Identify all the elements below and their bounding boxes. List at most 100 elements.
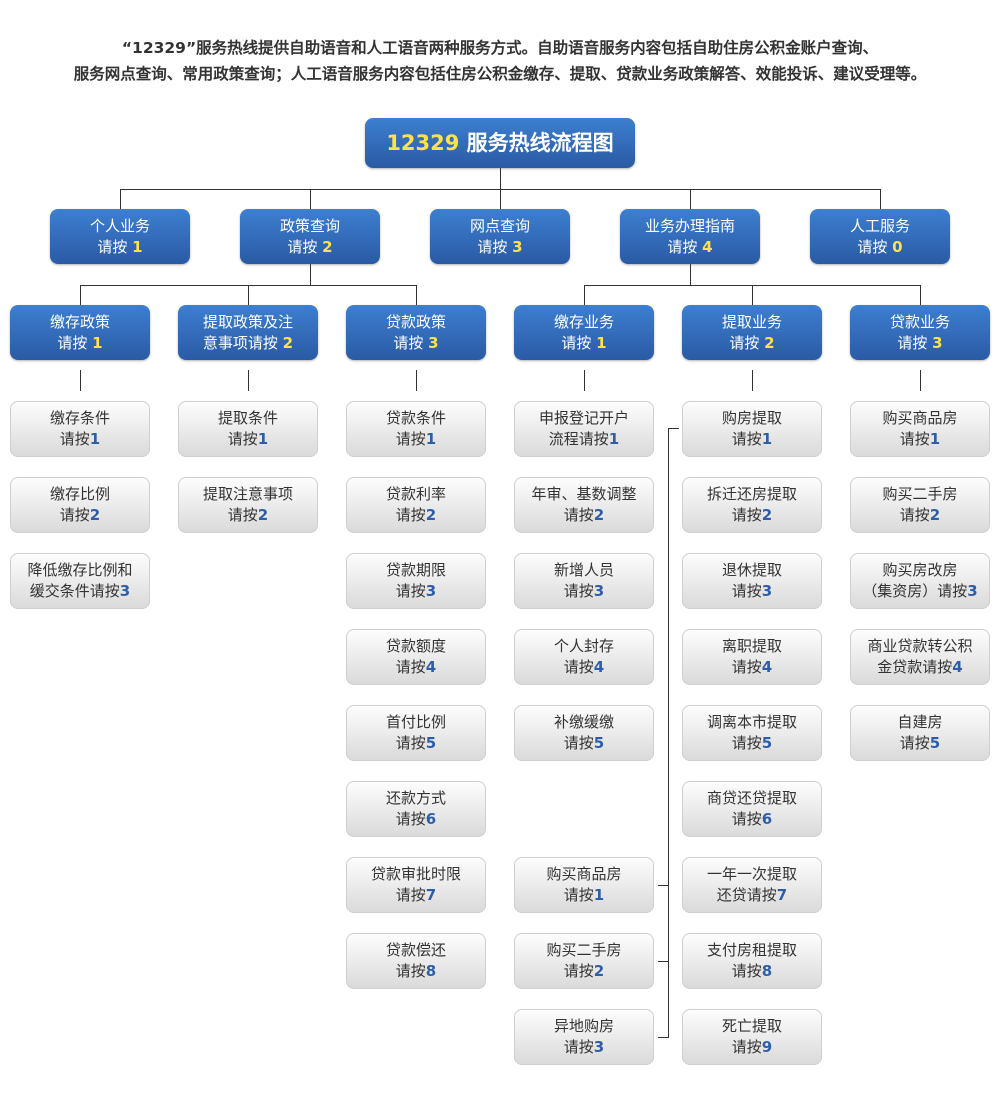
key-number: 6 [761, 810, 773, 828]
menu-level3-option[interactable]: 贷款额度请按4 [346, 629, 486, 685]
option-label: 提取政策及注 [202, 312, 293, 331]
option-label: 申报登记开户 [538, 409, 629, 427]
option-key-line: 请按 3 [346, 333, 486, 354]
press-text: 流程请按 [548, 430, 609, 448]
option-key-line: 请按 4 [620, 237, 760, 258]
menu-level3-option[interactable]: 补缴缓缴请按5 [514, 705, 654, 761]
menu-level3-option[interactable]: 支付房租提取请按8 [682, 933, 822, 989]
menu-level3-option[interactable]: 贷款审批时限请按7 [346, 857, 486, 913]
press-text: 请按 [395, 810, 426, 828]
option-key-line: 请按2 [179, 505, 317, 526]
press-text: 请按 [563, 582, 594, 600]
key-number: 3 [593, 1038, 605, 1056]
menu-level1-option[interactable]: 个人业务请按 1 [50, 209, 190, 264]
option-label: 商业贷款转公积 [867, 637, 973, 655]
key-number: 2 [929, 506, 941, 524]
option-label: 贷款业务 [889, 312, 950, 331]
menu-level3-option[interactable]: 自建房请按5 [850, 705, 990, 761]
purchase-sub-option[interactable]: 购买商品房请按1 [514, 857, 654, 913]
connector-line [310, 264, 311, 285]
option-key-line: 请按1 [347, 429, 485, 450]
menu-level2-option[interactable]: 缴存政策请按 1 [10, 305, 150, 360]
menu-level3-option[interactable]: 购买商品房请按1 [850, 401, 990, 457]
option-label: 拆迁还房提取 [706, 485, 797, 503]
menu-level3-option[interactable]: 离职提取请按4 [682, 629, 822, 685]
menu-level3-option[interactable]: 购买房改房（集资房）请按3 [850, 553, 990, 609]
press-text: 请按 [57, 333, 93, 352]
option-key-line: 请按1 [179, 429, 317, 450]
key-number: 1 [761, 430, 773, 448]
menu-level3-option[interactable]: 商贷还贷提取请按6 [682, 781, 822, 837]
press-text: 请按 [563, 1038, 594, 1056]
menu-level1-option[interactable]: 人工服务请按 0 [810, 209, 950, 264]
connector-line [584, 285, 585, 305]
option-label: 支付房租提取 [706, 941, 797, 959]
option-label: 缴存条件 [49, 409, 110, 427]
menu-level3-option[interactable]: 调离本市提取请按5 [682, 705, 822, 761]
option-label: 新增人员 [553, 561, 614, 579]
menu-level3-option[interactable]: 贷款偿还请按8 [346, 933, 486, 989]
option-key-line: 请按5 [347, 733, 485, 754]
menu-level3-option[interactable]: 提取条件请按1 [178, 401, 318, 457]
menu-level3-option[interactable]: 商业贷款转公积金贷款请按4 [850, 629, 990, 685]
press-text: 请按 [59, 506, 90, 524]
option-label: 缴存比例 [49, 485, 110, 503]
menu-level3-option[interactable]: 缴存比例请按2 [10, 477, 150, 533]
menu-level3-option[interactable]: 申报登记开户流程请按1 [514, 401, 654, 457]
option-key-line: 请按2 [11, 505, 149, 526]
press-text: 请按 [563, 506, 594, 524]
press-text: 请按 [729, 333, 765, 352]
menu-level3-option[interactable]: 提取注意事项请按2 [178, 477, 318, 533]
press-text: 请按 [667, 237, 703, 256]
press-text: 请按 [731, 506, 762, 524]
option-key-line: 请按5 [515, 733, 653, 754]
menu-level3-option[interactable]: 购房提取请按1 [682, 401, 822, 457]
menu-level3-option[interactable]: 退休提取请按3 [682, 553, 822, 609]
menu-level3-option[interactable]: 贷款期限请按3 [346, 553, 486, 609]
menu-level3-option[interactable]: 贷款利率请按2 [346, 477, 486, 533]
purchase-sub-option[interactable]: 购买二手房请按2 [514, 933, 654, 989]
menu-level1-option[interactable]: 业务办理指南请按 4 [620, 209, 760, 264]
option-label: 业务办理指南 [644, 216, 735, 235]
press-text: 请按 [227, 506, 258, 524]
menu-level3-option[interactable]: 还款方式请按6 [346, 781, 486, 837]
key-number: 6 [425, 810, 437, 828]
intro-line-2: 服务网点查询、常用政策查询；人工语音服务内容包括住房公积金缴存、提取、贷款业务政… [73, 65, 927, 83]
menu-level2-option[interactable]: 提取业务请按 2 [682, 305, 822, 360]
menu-level3-option[interactable]: 年审、基数调整请按2 [514, 477, 654, 533]
menu-level1-option[interactable]: 政策查询请按 2 [240, 209, 380, 264]
menu-level1-option[interactable]: 网点查询请按 3 [430, 209, 570, 264]
menu-level3-option[interactable]: 缴存条件请按1 [10, 401, 150, 457]
menu-level3-option[interactable]: 购买二手房请按2 [850, 477, 990, 533]
menu-level3-option[interactable]: 个人封存请按4 [514, 629, 654, 685]
menu-level2-option[interactable]: 贷款业务请按 3 [850, 305, 990, 360]
menu-level3-option[interactable]: 首付比例请按5 [346, 705, 486, 761]
menu-level3-option[interactable]: 降低缴存比例和缓交条件请按3 [10, 553, 150, 609]
key-number: 8 [425, 962, 437, 980]
key-number: 0 [892, 237, 903, 256]
option-label: 政策查询 [279, 216, 340, 235]
menu-level3-option[interactable]: 拆迁还房提取请按2 [682, 477, 822, 533]
press-text: 请按 [731, 810, 762, 828]
option-key-line: 流程请按1 [515, 429, 653, 450]
option-label: 自建房 [897, 713, 943, 731]
key-number: 2 [282, 333, 294, 352]
menu-level3-option[interactable]: 一年一次提取还贷请按7 [682, 857, 822, 913]
menu-level3-option[interactable]: 新增人员请按3 [514, 553, 654, 609]
option-key-line: 请按 0 [810, 237, 950, 258]
press-text: 请按 [395, 430, 426, 448]
option-label: 购买房改房 [882, 561, 958, 579]
menu-level2-option[interactable]: 缴存业务请按 1 [514, 305, 654, 360]
key-number: 5 [929, 734, 941, 752]
key-number: 4 [425, 658, 437, 676]
option-label: 购房提取 [721, 409, 782, 427]
option-key-line: 请按2 [851, 505, 989, 526]
menu-level2-option[interactable]: 贷款政策请按 3 [346, 305, 486, 360]
purchase-sub-option[interactable]: 异地购房请按3 [514, 1009, 654, 1065]
option-key-line: 请按 1 [50, 237, 190, 258]
menu-level3-option[interactable]: 贷款条件请按1 [346, 401, 486, 457]
menu-level2-option[interactable]: 提取政策及注意事项请按 2 [178, 305, 318, 360]
press-text: 请按 [395, 962, 426, 980]
menu-level3-option[interactable]: 死亡提取请按9 [682, 1009, 822, 1065]
option-label: 年审、基数调整 [531, 485, 637, 503]
